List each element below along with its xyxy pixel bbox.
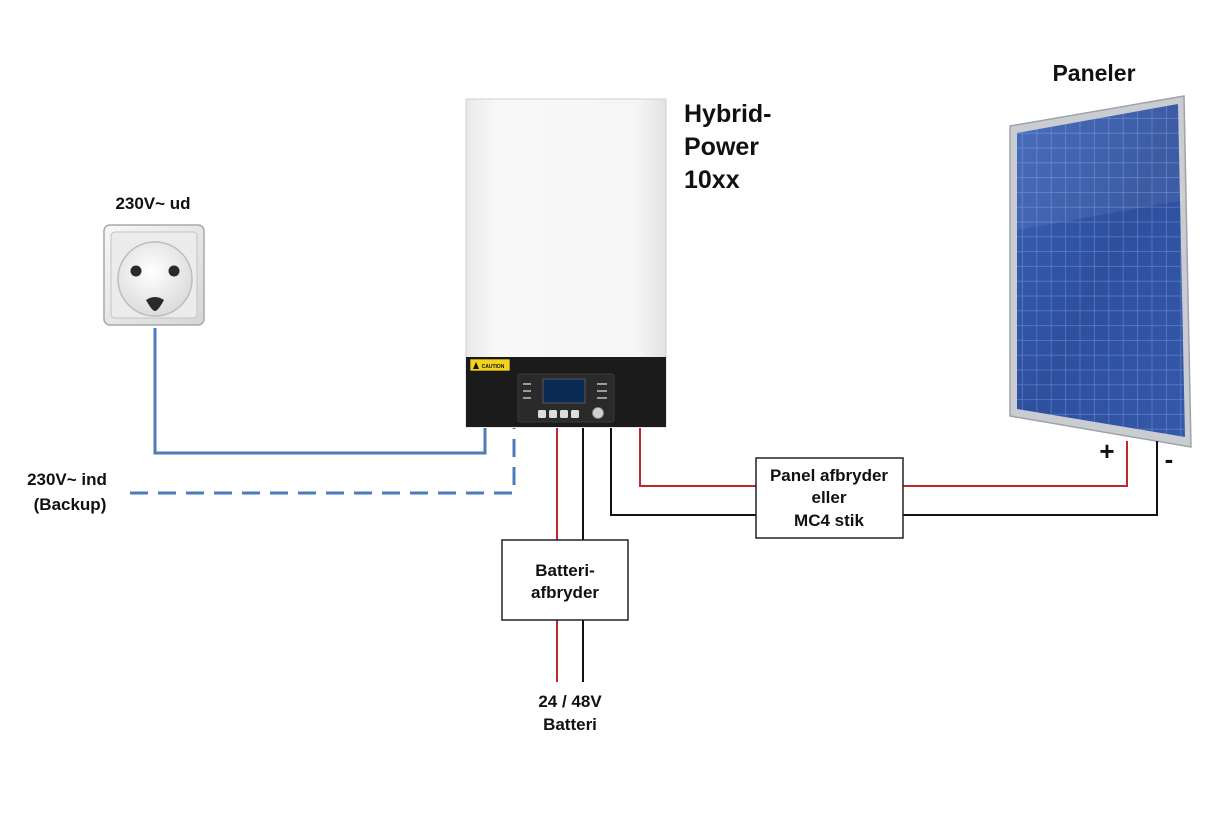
- battery-switch-label-line1: Batteri-: [535, 561, 595, 580]
- power-button-icon: [592, 407, 604, 419]
- inverter-label-line1: Hybrid-: [684, 100, 772, 128]
- panel-switch-label-line1: Panel afbryder: [770, 466, 888, 485]
- inverter-label-line3: 10xx: [684, 166, 740, 194]
- lcd-screen: [542, 378, 586, 404]
- hybrid-inverter: CAUTION: [465, 98, 667, 428]
- pv-positive-wire-panel: [903, 441, 1128, 487]
- backup-label-line2: (Backup): [34, 495, 107, 514]
- socket-earth-hole: [146, 297, 164, 311]
- socket-pin-hole-right: [168, 265, 180, 277]
- ac-output-wire: [153, 328, 487, 455]
- caution-text: CAUTION: [482, 364, 505, 370]
- socket-title: 230V~ ud: [115, 194, 190, 213]
- panel-switch-box: [755, 457, 904, 539]
- backup-label-line1: 230V~ ind: [27, 470, 107, 489]
- battery-switch-label-line2: afbryder: [531, 583, 599, 602]
- socket-pin-hole-left: [130, 265, 142, 277]
- status-leds: [523, 383, 607, 399]
- pv-plus-terminal-label: +: [1099, 436, 1114, 466]
- pv-positive-wire-inverter: [639, 428, 756, 487]
- battery-label-line2: Batteri: [543, 715, 597, 734]
- pv-minus-terminal-label: -: [1165, 444, 1174, 474]
- panel-switch-label-line2: eller: [812, 488, 847, 507]
- socket-face: [117, 241, 193, 317]
- control-buttons: [538, 407, 604, 419]
- pv-negative-wire-inverter: [610, 428, 756, 516]
- caution-sticker: [469, 358, 511, 372]
- wall-socket: [103, 224, 205, 326]
- battery-label-line1: 24 / 48V: [538, 692, 602, 711]
- panel-switch-label-line3: MC4 stik: [794, 511, 864, 530]
- solar-panel: [1009, 95, 1192, 448]
- panels-title: Paneler: [1052, 60, 1135, 86]
- warning-icon: [473, 362, 479, 369]
- pv-negative-wire-panel: [903, 441, 1158, 516]
- ac-backup-input-wire: [130, 428, 516, 495]
- battery-switch-box: [501, 539, 629, 621]
- inverter-label-line2: Power: [684, 133, 759, 161]
